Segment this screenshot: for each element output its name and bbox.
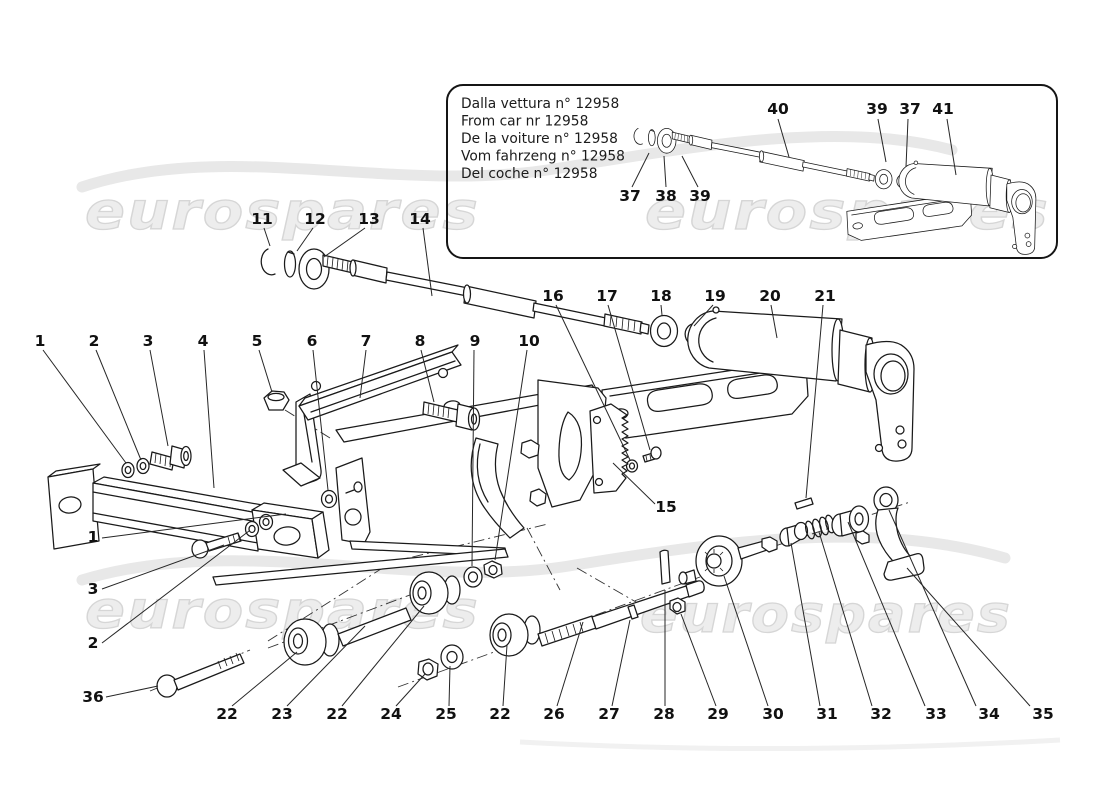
inset-leader-lines [631, 118, 957, 188]
part-bushing-set [260, 248, 330, 290]
callout-26: 26 [543, 705, 565, 723]
note-line-italian: Dalla vettura n° 12958 [461, 96, 619, 112]
callout-13: 13 [358, 210, 380, 228]
callout-1: 1 [35, 332, 46, 350]
part-pedal-bracket [212, 344, 662, 588]
callout-4: 4 [198, 332, 209, 350]
watermark-text: eurospares [640, 585, 1012, 645]
callout-32: 32 [870, 705, 892, 723]
callout-16: 16 [542, 287, 564, 305]
callout-41: 41 [932, 100, 954, 118]
callout-37-b: 37 [899, 100, 921, 118]
callout-1-b: 1 [88, 528, 99, 546]
callout-39: 39 [689, 187, 711, 205]
callout-40: 40 [767, 100, 789, 118]
watermark-text: eurospares [85, 182, 480, 242]
part-top-hardware [121, 390, 290, 479]
callout-6: 6 [307, 332, 318, 350]
inset-border [446, 84, 1058, 259]
callout-35: 35 [1032, 705, 1054, 723]
callout-20: 20 [759, 287, 781, 305]
callout-30: 30 [762, 705, 784, 723]
callout-10: 10 [518, 332, 540, 350]
callout-14: 14 [409, 210, 431, 228]
callout-3: 3 [143, 332, 154, 350]
callout-22-b: 22 [326, 705, 348, 723]
inset-callouts: 37 38 39 40 39 37 41 [619, 100, 954, 205]
main-callouts: 1 2 3 4 5 6 7 8 9 10 11 12 13 14 15 16 1… [35, 210, 1054, 723]
callout-38: 38 [655, 187, 677, 205]
callout-28: 28 [653, 705, 675, 723]
callout-19: 19 [704, 287, 726, 305]
callout-2-b: 2 [88, 634, 99, 652]
callout-3-b: 3 [88, 580, 99, 598]
swoosh-top [76, 130, 958, 193]
callout-31: 31 [816, 705, 838, 723]
part-steering-rod [322, 254, 650, 335]
part-lower-linkage [156, 486, 925, 698]
note-line-english: From car nr 12958 [461, 114, 588, 130]
callout-2: 2 [89, 332, 100, 350]
callout-39-b: 39 [866, 100, 888, 118]
watermark-bottom: eurospares eurospares [76, 531, 1061, 752]
callout-33: 33 [925, 705, 947, 723]
note-line-spanish: Del coche n° 12958 [461, 166, 597, 182]
part-cylinder-assembly [601, 306, 915, 462]
inset-box: Dalla vettura n° 12958 From car nr 12958… [446, 84, 1058, 259]
callout-8: 8 [415, 332, 426, 350]
leader-lines [42, 227, 1031, 707]
part-toothed-sector [589, 403, 629, 494]
inset-note: Dalla vettura n° 12958 From car nr 12958… [461, 96, 625, 182]
callout-23: 23 [271, 705, 293, 723]
callout-34: 34 [978, 705, 1000, 723]
callout-9: 9 [470, 332, 481, 350]
callout-7: 7 [361, 332, 372, 350]
callout-29: 29 [707, 705, 729, 723]
part-mid-hardware [191, 513, 274, 559]
watermark-top: eurospares eurospares [76, 130, 1049, 243]
callout-18: 18 [650, 287, 672, 305]
callout-17: 17 [596, 287, 618, 305]
callout-21: 21 [814, 287, 836, 305]
callout-12: 12 [304, 210, 326, 228]
note-line-french: De la voiture n° 12958 [461, 131, 618, 147]
callout-25: 25 [435, 705, 457, 723]
swoosh-bottom [76, 531, 1011, 586]
note-line-german: Vom fahrzeng n° 12958 [461, 149, 625, 165]
callout-22-c: 22 [489, 705, 511, 723]
callout-37: 37 [619, 187, 641, 205]
callout-5: 5 [252, 332, 263, 350]
callout-22-a: 22 [216, 705, 238, 723]
part-ring-nut-and-clip [649, 314, 702, 348]
callout-36: 36 [82, 688, 104, 706]
callout-24: 24 [380, 705, 402, 723]
swoosh-remnant [519, 737, 1061, 752]
callout-27: 27 [598, 705, 620, 723]
callout-15: 15 [655, 498, 677, 516]
callout-11: 11 [251, 210, 273, 228]
